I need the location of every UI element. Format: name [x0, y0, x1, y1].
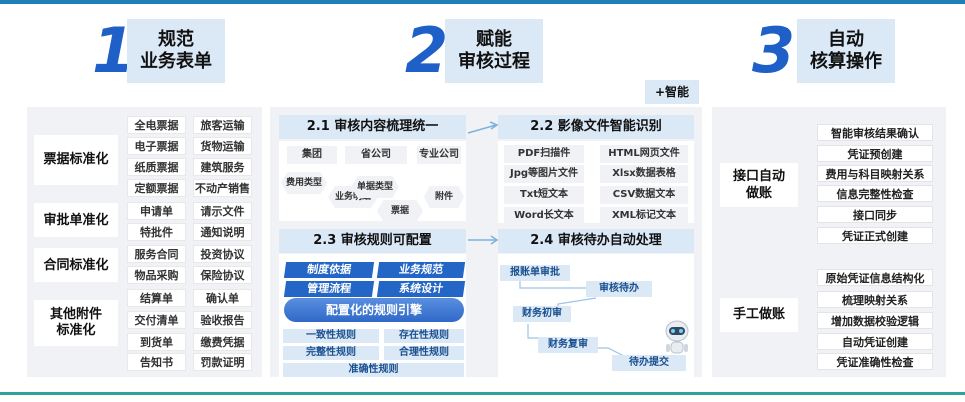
left-item: 投资协议	[193, 245, 252, 263]
workflow-step: 财务复审	[538, 337, 598, 353]
rule-engine-banner: 配置化的规则引擎	[284, 298, 464, 322]
left-item: 到货单	[127, 333, 186, 351]
section-2-number: 2	[405, 14, 449, 87]
auto-box	[720, 163, 798, 207]
auto-step: 智能审核结果确认	[817, 124, 933, 141]
left-item: 纸质票据	[127, 158, 186, 176]
group-box-approval	[34, 203, 118, 237]
rule-item: 完整性规则	[283, 346, 379, 360]
manual-step: 凭证准确性检查	[817, 353, 933, 370]
left-item: 建筑服务	[193, 158, 252, 176]
rule-item: 准确性规则	[283, 363, 464, 377]
header-2-3: 2.3 审核规则可配置	[279, 229, 466, 253]
auto-label-2: 做账	[745, 186, 772, 201]
bottom-accent-bar	[0, 392, 965, 395]
manual-step: 原始凭证信息结构化	[817, 269, 933, 286]
section-3-title: 自动 核算操作	[797, 19, 895, 83]
left-item: 物品采购	[127, 266, 186, 284]
left-item: 旅客运输	[193, 116, 252, 134]
top-accent-bar	[0, 0, 965, 4]
manual-box	[720, 298, 798, 332]
left-item: 特批件	[127, 223, 186, 241]
robot-icon	[665, 320, 689, 354]
workflow-step: 审核待办	[586, 281, 652, 297]
flow-arrows	[467, 121, 499, 245]
group-box-invoice	[34, 135, 118, 185]
header-2-1: 2.1 审核内容梳理统一	[279, 115, 466, 139]
field-hex: 单据类型	[351, 176, 399, 198]
manual-step: 增加数据校验逻辑	[817, 312, 933, 329]
group-label-contract: 合同标准化	[43, 258, 109, 273]
left-item: 确认单	[193, 289, 252, 307]
auto-step: 费用与科目映射关系	[817, 165, 933, 182]
header-2-4: 2.4 审核待办自动处理	[498, 229, 694, 253]
auto-step: 凭证正式创建	[817, 227, 933, 244]
left-item: 申请单	[127, 202, 186, 220]
manual-step: 梳理映射关系	[817, 291, 933, 308]
rule-item: 合理性规则	[384, 346, 464, 360]
left-item: 结算单	[127, 289, 186, 307]
file-type-tag: CSV数据文本	[600, 186, 688, 204]
workflow-step: 待办提交	[612, 355, 686, 371]
file-type-tag: HTML网页文件	[600, 145, 688, 163]
org-tag: 集团	[287, 146, 337, 164]
rule-source-tag: 管理流程	[283, 281, 375, 297]
group-label-other: 其他附件	[49, 307, 102, 322]
left-item: 保险协议	[193, 266, 252, 284]
group-label-approval: 审批单准化	[43, 213, 109, 228]
manual-label: 手工做账	[732, 307, 785, 322]
field-hex: 票据	[377, 200, 423, 222]
section-2-title-line1: 赋能	[476, 29, 512, 50]
group-label-other-2: 标准化	[56, 323, 96, 338]
field-hex: 附件	[424, 186, 464, 208]
left-item: 货物运输	[193, 137, 252, 155]
section-1-title-line1: 规范	[158, 29, 194, 50]
group-label-invoice: 票据标准化	[43, 152, 109, 167]
auto-step: 接口同步	[817, 206, 933, 223]
rule-source-tag: 业务规范	[376, 262, 466, 278]
file-type-tag: XML标记文本	[600, 207, 688, 225]
left-item: 缴费凭据	[193, 333, 252, 351]
left-item: 交付清单	[127, 311, 186, 329]
file-type-tag: Txt短文本	[504, 186, 584, 204]
section-3-title-line1: 自动	[828, 29, 864, 50]
file-type-tag: PDF扫描件	[504, 145, 584, 163]
section-2-title-line2: 审核过程	[458, 51, 530, 72]
org-tag: 省公司	[345, 146, 407, 164]
left-item: 罚款证明	[193, 353, 252, 371]
left-item: 通知说明	[193, 223, 252, 241]
rule-item: 存在性规则	[384, 329, 464, 343]
smart-label: +智能	[645, 80, 699, 104]
workflow-step: 财务初审	[513, 306, 571, 322]
manual-step: 自动凭证创建	[817, 333, 933, 350]
left-item: 服务合同	[127, 245, 186, 263]
left-item: 不动产销售	[193, 179, 252, 197]
auto-label-1: 接口自动	[732, 169, 785, 184]
left-item: 验收报告	[193, 311, 252, 329]
auto-step: 凭证预创建	[817, 145, 933, 162]
rule-source-tag: 制度依据	[283, 262, 375, 278]
file-type-tag: Xlsx数据表格	[600, 165, 688, 183]
section-2-title: 赋能 审核过程	[445, 19, 543, 83]
auto-step: 信息完整性检查	[817, 185, 933, 202]
file-type-tag: Word长文本	[504, 207, 584, 225]
left-item: 全电票据	[127, 116, 186, 134]
org-tag: 专业公司	[417, 146, 461, 164]
file-type-tag: Jpg等图片文件	[504, 165, 584, 183]
rule-source-tag: 系统设计	[376, 281, 466, 297]
left-item: 电子票据	[127, 137, 186, 155]
group-box-other	[34, 300, 118, 346]
group-box-contract	[34, 248, 118, 282]
left-item: 告知书	[127, 353, 186, 371]
workflow-step: 报账单审批	[500, 265, 570, 281]
left-item: 请示文件	[193, 202, 252, 220]
section-1-title: 规范 业务表单	[127, 19, 225, 83]
section-1-title-line2: 业务表单	[140, 51, 212, 72]
section-3-number: 3	[752, 14, 796, 87]
section-3-title-line2: 核算操作	[810, 51, 882, 72]
left-item: 定额票据	[127, 179, 186, 197]
rule-item: 一致性规则	[283, 329, 379, 343]
field-hex: 费用类型	[281, 172, 327, 194]
header-2-2: 2.2 影像文件智能识别	[498, 115, 694, 139]
